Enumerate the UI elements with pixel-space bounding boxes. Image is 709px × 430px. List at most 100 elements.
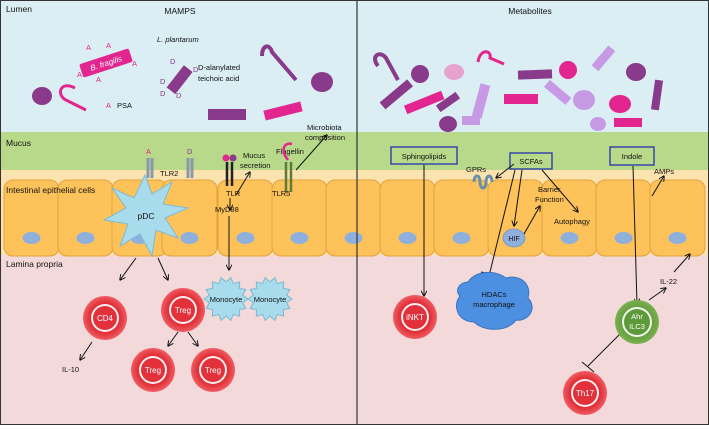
ilc3-label: ILC3 [629,322,645,331]
barrier-label-1: Barrier [538,185,561,194]
scfas-box: SCFAs [509,152,553,170]
hdacs-label: HDACs [481,290,506,299]
sphingolipids-label: Sphingolipids [402,152,447,161]
bacterium-pink-bar [263,101,303,121]
l-plantarum-label: L. plantarum [157,35,199,44]
gpr-receptor [472,174,494,190]
epithelial-cell [649,179,706,257]
arrows-left [80,135,327,360]
tlr2-label: TLR2 [160,169,178,178]
ahr-label: Ahr [631,312,643,321]
region-label-epithelium: Intestinal epithelial cells [6,185,95,195]
cell-nucleus [614,232,633,244]
il10-label: IL-10 [62,365,79,374]
scfas-label: SCFAs [519,157,543,166]
tlr-label: TLR [226,189,241,198]
amps-label: AMPs [654,167,674,176]
th17-cell: Th17 [563,371,607,415]
treg-cell: Treg [191,348,235,392]
cell-nucleus [22,232,41,244]
pdc-label: pDC [137,211,154,221]
region-label-lamina-propria: Lamina propria [6,259,63,269]
inkt-cell: iNKT [393,295,437,339]
l-plantarum-rod [166,65,193,95]
d-marker: D [176,91,182,100]
a-marker: A [77,70,82,79]
a-marker: A [146,147,151,156]
macrophage-label: macrophage [473,300,515,309]
bacterium-purple-bar [208,109,246,120]
region-label-mucus: Mucus [6,138,31,148]
cell-nucleus [236,232,255,244]
region-label-lumen: Lumen [6,4,32,14]
hif-label: HIF [508,236,519,243]
pdc-cell [102,173,190,258]
monocyte-label: Monocyte [210,295,243,304]
treg-label: Treg [145,366,161,375]
d-marker: D [160,89,166,98]
teichoic-label-2: teichoic acid [198,74,239,83]
a-marker: A [96,75,101,84]
psa-label: PSA [117,101,132,110]
hif-node: HIF [502,228,526,248]
cd4-label: CD4 [97,314,114,323]
autophagy-label: Autophagy [554,217,590,226]
treg-cell: Treg [131,348,175,392]
bacterium-purple-round [311,72,333,92]
sphingolipids-box: Sphingolipids [390,146,458,165]
cell-nucleus [668,232,687,244]
il22-label: IL-22 [660,277,677,286]
epithelial-cell [379,179,436,257]
cd4-cell: CD4 [83,296,127,340]
tlr5-receptor [282,142,293,192]
monocyte-cell: Monocyte [203,276,249,322]
indole-label: Indole [622,152,642,161]
epithelial-cell [595,179,652,257]
cell-nucleus [290,232,309,244]
inkt-label: iNKT [406,313,424,322]
a-marker: A [86,43,91,52]
barrier-label-2: Function [535,195,564,204]
teichoic-label-1: D-alanylated [198,63,240,72]
cell-nucleus [344,232,363,244]
a-marker: A [106,41,111,50]
d-marker: D [187,147,193,156]
mucus-secretion-label-1: Mucus [243,151,265,160]
treg-cell: Treg [161,288,205,332]
cell-nucleus [560,232,579,244]
a-marker: A [132,59,137,68]
d-marker: D [170,57,176,66]
bacterium-purple-flagellate [260,44,298,82]
tlr5-label: TLR5 [272,189,290,198]
monocyte-cell: Monocyte [247,276,293,322]
ahr-ilc3-cell: Ahr ILC3 [615,300,659,344]
th17-label: Th17 [576,389,595,398]
indole-box: Indole [609,146,655,166]
panel-title-mamps: MAMPS [164,6,196,16]
d-marker: D [193,65,199,74]
flagellated-bacterium [59,84,87,112]
tlr2-receptor: A D [146,147,194,178]
microbiota-label-1: Microbiota [307,123,342,132]
mucus-region [0,132,709,170]
treg-label: Treg [175,306,191,315]
bacterium-purple-round [32,87,52,105]
panel-title-metabolites: Metabolites [508,6,551,16]
d-marker: D [160,77,166,86]
a-marker: A [106,101,111,110]
mucus-secretion-label-2: secretion [240,161,270,170]
a-marker: A [122,49,127,58]
macrophage-cell: HDACs macrophage [456,272,533,330]
cell-nucleus [180,232,199,244]
metabolite-shapes [373,45,664,132]
treg-label: Treg [205,366,221,375]
cell-nucleus [452,232,471,244]
cell-nucleus [76,232,95,244]
tlr-receptor [222,154,237,186]
teichoic-d-markers: D D D D D [160,57,199,100]
cell-nucleus [398,232,417,244]
psa-a-markers: A A A A A A A [77,41,137,110]
epithelial-cell [433,179,490,257]
